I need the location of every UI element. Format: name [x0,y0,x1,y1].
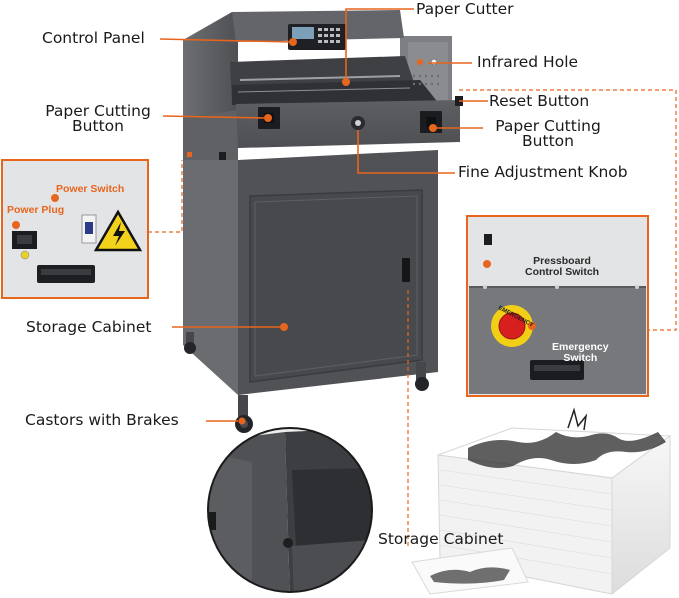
label-pressboard-line1: Pressboard [533,255,591,267]
label-paper-cutting-button-left-line2: Button [72,117,124,135]
label-emergency-switch: Emergency Switch [552,342,609,364]
label-paper-cutter: Paper Cutter [416,0,514,18]
label-reset-button: Reset Button [489,92,590,110]
label-storage-cabinet: Storage Cabinet [26,318,152,336]
label-infrared-hole: Infrared Hole [477,53,579,71]
label-storage-cabinet-bottom: Storage Cabinet [378,530,504,548]
label-paper-cutting-button-right: Paper Cutting Button [486,117,610,150]
label-paper-cutting-button-right-line2: Button [522,132,574,150]
label-paper-cutting-button-left: Paper Cutting Button [36,102,160,135]
label-power-plug: Power Plug [7,204,65,216]
power-panel-inset [1,159,149,299]
high-voltage-warning-icon [93,209,143,252]
paper-cutter-machine [183,10,463,433]
label-power-switch: Power Switch [56,183,125,195]
leader-lines [148,8,677,548]
open-cabinet-inset [207,427,373,593]
paper-stack [411,407,672,596]
label-paper-cutting-button-left-line1: Paper Cutting [45,102,151,120]
label-pressboard-control-switch: Pressboard Control Switch [525,256,599,278]
label-castors-with-brakes: Castors with Brakes [25,411,179,429]
label-paper-cutting-button-right-line1: Paper Cutting [495,117,601,135]
label-emergency-line2: Switch [563,352,598,364]
emergency-panel-inset [466,215,649,397]
label-pressboard-line2: Control Switch [525,266,600,278]
label-fine-adjustment-knob: Fine Adjustment Knob [458,163,628,181]
label-emergency-line1: Emergency [552,341,609,353]
label-control-panel: Control Panel [42,29,145,47]
